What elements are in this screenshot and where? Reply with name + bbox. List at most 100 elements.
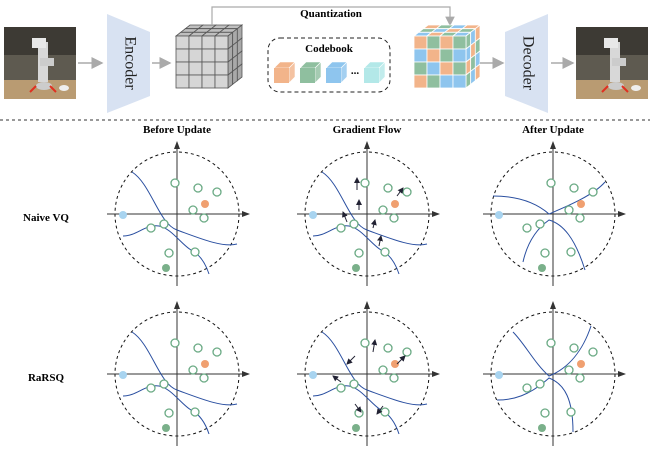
cube-front-cell bbox=[214, 74, 229, 89]
cube-front-cell bbox=[413, 35, 428, 50]
hollow-point bbox=[159, 219, 169, 229]
cube-front-cell bbox=[175, 35, 190, 50]
cube-front-cell bbox=[413, 61, 428, 76]
hollow-point bbox=[190, 247, 200, 257]
panel-naive-vq-after-update bbox=[483, 141, 626, 286]
hollow-point bbox=[159, 379, 169, 389]
hollow-point bbox=[569, 343, 579, 353]
hollow-point bbox=[566, 247, 576, 257]
hollow-point bbox=[522, 383, 532, 393]
gradient-arrow bbox=[354, 403, 362, 413]
cube-front-cell bbox=[214, 48, 229, 63]
latent-gray-cube bbox=[174, 24, 244, 89]
hollow-point bbox=[383, 343, 393, 353]
cube-front-cell bbox=[452, 48, 467, 63]
panel-rarsq-after-update bbox=[483, 301, 626, 446]
row-label-naive-vq: Naive VQ bbox=[23, 212, 69, 224]
decoder-block: Decoder bbox=[505, 14, 548, 113]
decision-boundary bbox=[496, 377, 574, 433]
decision-boundary bbox=[122, 385, 210, 435]
blue-point bbox=[495, 211, 503, 219]
blue-point bbox=[309, 371, 317, 379]
gradient-arrow bbox=[342, 211, 348, 223]
cube-side-cell bbox=[236, 63, 243, 82]
hollow-point bbox=[188, 205, 198, 215]
cube-front-cell bbox=[439, 61, 454, 76]
cube-front-cell bbox=[426, 61, 441, 76]
hollow-point bbox=[349, 219, 359, 229]
hollow-point bbox=[146, 383, 156, 393]
hollow-point bbox=[378, 365, 388, 375]
green-point bbox=[162, 424, 170, 432]
hollow-point bbox=[188, 365, 198, 375]
codebook-box: Codebook ... bbox=[267, 37, 391, 93]
hollow-point bbox=[193, 343, 203, 353]
hollow-point bbox=[389, 213, 399, 223]
cube-front-cell bbox=[426, 35, 441, 50]
hollow-point bbox=[522, 223, 532, 233]
cube-front-cell bbox=[201, 35, 216, 50]
decision-boundary bbox=[131, 331, 238, 406]
cube-front-cell bbox=[452, 74, 467, 89]
hollow-point bbox=[193, 183, 203, 193]
cube-front-cell bbox=[201, 48, 216, 63]
codebook-vectors bbox=[273, 61, 386, 84]
decision-boundary bbox=[131, 171, 238, 246]
hollow-point bbox=[402, 187, 412, 197]
hollow-point bbox=[535, 379, 545, 389]
hollow-point bbox=[164, 408, 174, 418]
hollow-point bbox=[383, 183, 393, 193]
hollow-point bbox=[212, 187, 222, 197]
hollow-point bbox=[190, 407, 200, 417]
codebook-vector-1 bbox=[274, 68, 289, 83]
green-point bbox=[352, 424, 360, 432]
panel-naive-vq-gradient-flow bbox=[297, 141, 440, 286]
gradient-arrow bbox=[396, 355, 406, 365]
column-header-after-update: After Update bbox=[522, 124, 584, 136]
panels-grid bbox=[107, 141, 626, 446]
hollow-point bbox=[199, 373, 209, 383]
decision-boundary bbox=[321, 171, 428, 246]
hollow-point bbox=[380, 407, 390, 417]
hollow-point bbox=[540, 248, 550, 258]
output-robot-image bbox=[576, 27, 648, 99]
cube-front-cell bbox=[188, 48, 203, 63]
encoder-block: Encoder bbox=[107, 14, 150, 113]
cube-front-cell bbox=[413, 48, 428, 63]
codebook-vector-2 bbox=[300, 68, 315, 83]
hollow-point bbox=[170, 178, 180, 188]
orange-point bbox=[201, 360, 209, 368]
green-point bbox=[352, 264, 360, 272]
decision-boundary bbox=[122, 225, 210, 275]
input-robot-image bbox=[4, 27, 76, 99]
cube-front-cell bbox=[439, 35, 454, 50]
hollow-point bbox=[360, 338, 370, 348]
hollow-point bbox=[564, 365, 574, 375]
blue-point bbox=[495, 371, 503, 379]
hollow-point bbox=[380, 247, 390, 257]
hollow-point bbox=[146, 223, 156, 233]
cube-front-cell bbox=[452, 61, 467, 76]
cube-front-cell bbox=[188, 35, 203, 50]
quantized-color-cube bbox=[412, 24, 482, 89]
cube-front-cell bbox=[175, 48, 190, 63]
cube-front-cell bbox=[413, 74, 428, 89]
cube-front-cell bbox=[439, 74, 454, 89]
blue-point bbox=[309, 211, 317, 219]
cube-front-cell bbox=[214, 61, 229, 76]
codebook-vector-4 bbox=[364, 68, 379, 83]
cube-front-cell bbox=[201, 74, 216, 89]
cube-front-cell bbox=[175, 74, 190, 89]
hollow-point bbox=[535, 219, 545, 229]
gradient-arrow bbox=[371, 339, 378, 353]
cube-front-cell bbox=[201, 61, 216, 76]
column-header-before-update: Before Update bbox=[143, 124, 211, 136]
hollow-point bbox=[575, 373, 585, 383]
codebook-label: Codebook bbox=[305, 43, 354, 55]
hollow-point bbox=[389, 373, 399, 383]
hollow-point bbox=[336, 383, 346, 393]
hollow-point bbox=[199, 213, 209, 223]
encoder-label: Encoder bbox=[121, 36, 138, 90]
hollow-point bbox=[402, 347, 412, 357]
